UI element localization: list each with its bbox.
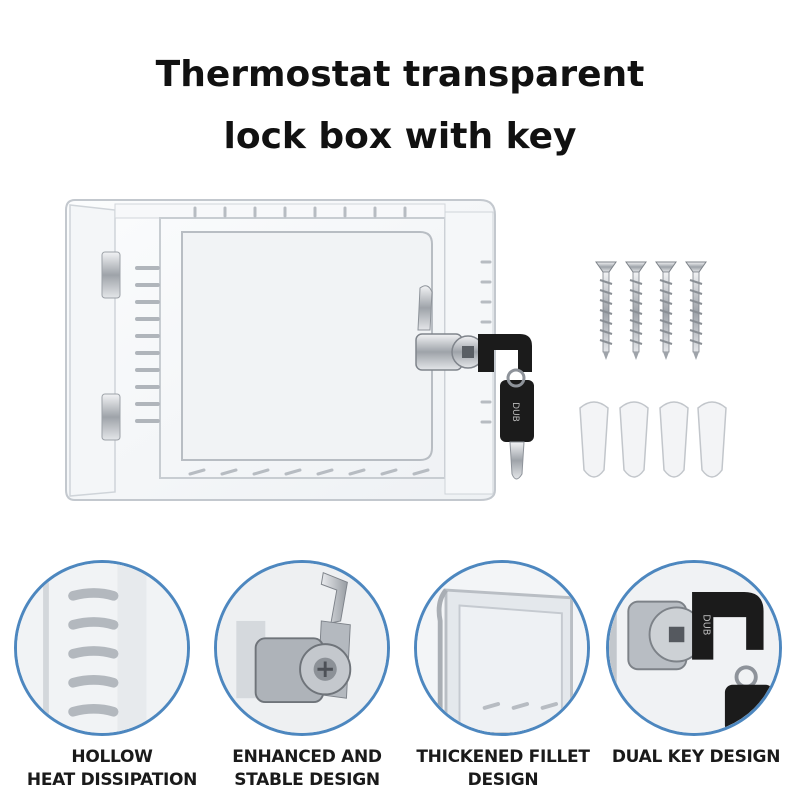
- circle-key-tag: DUB: [701, 614, 712, 635]
- feature-caption-fillet-design: THICKENED FILLET DESIGN: [416, 747, 590, 790]
- lock-cylinder: [415, 285, 485, 371]
- feature-caption-heat-dissipation: HOLLOW HEAT DISSIPATION: [26, 747, 198, 790]
- product-hero-image: DUB: [65, 199, 727, 501]
- mounting-screws-icon: [595, 261, 707, 360]
- feature-image-dual-key: DUB: [606, 560, 782, 736]
- wall-anchors-icon: [579, 401, 727, 478]
- hero-key-tag: DUB: [510, 402, 520, 422]
- vent-slots-left: [135, 266, 160, 423]
- vent-slots-top: [193, 206, 407, 218]
- feature-caption-dual-key: DUAL KEY DESIGN: [611, 747, 781, 767]
- key-pair-icon: DUB: [478, 334, 534, 480]
- vent-slots-right: [480, 260, 492, 424]
- vent-slots-bottom: [188, 468, 430, 476]
- feature-image-fillet-corner: [414, 560, 590, 736]
- lock-box: [65, 199, 496, 501]
- feature-image-heat-dissipation: [14, 560, 190, 736]
- product-title: Thermostat transparent lock box with key: [0, 44, 800, 168]
- title-line-2: lock box with key: [223, 116, 577, 157]
- feature-caption-stable-design: ENHANCED AND STABLE DESIGN: [232, 747, 382, 790]
- title-line-1: Thermostat transparent: [155, 54, 645, 95]
- feature-image-stable-lock: [214, 560, 390, 736]
